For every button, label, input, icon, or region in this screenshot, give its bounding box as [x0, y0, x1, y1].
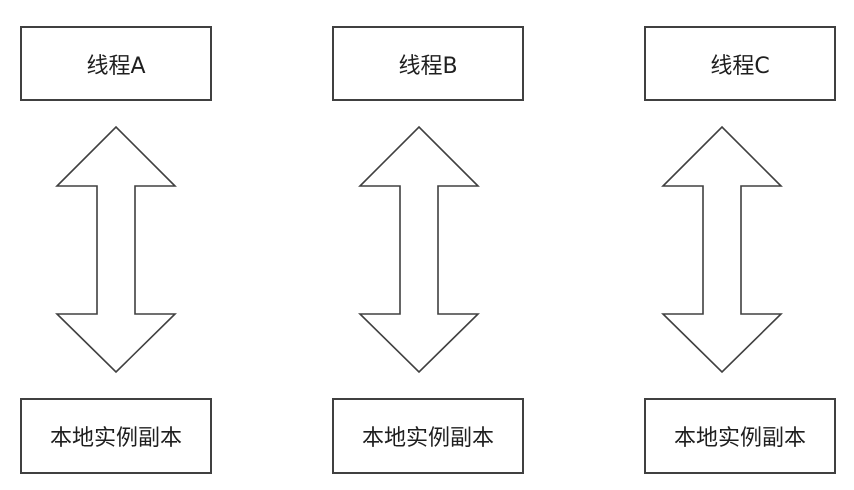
local-copy-c-box: 本地实例副本 — [644, 398, 836, 474]
bidirectional-arrow-c — [661, 125, 783, 374]
thread-c-box: 线程C — [644, 26, 836, 101]
thread-b-label: 线程B — [398, 53, 458, 79]
local-copy-a-label: 本地实例副本 — [49, 426, 182, 451]
local-copy-b-label: 本地实例副本 — [361, 426, 494, 451]
local-copy-c-label: 本地实例副本 — [673, 426, 806, 451]
bidirectional-arrow-a — [55, 125, 177, 374]
thread-c-label: 线程C — [710, 53, 770, 79]
thread-a-box: 线程A — [20, 26, 212, 101]
bidirectional-arrow-b — [358, 125, 480, 374]
thread-a-label: 线程A — [86, 53, 146, 79]
local-copy-a-box: 本地实例副本 — [20, 398, 212, 474]
thread-b-box: 线程B — [332, 26, 524, 101]
local-copy-b-box: 本地实例副本 — [332, 398, 524, 474]
